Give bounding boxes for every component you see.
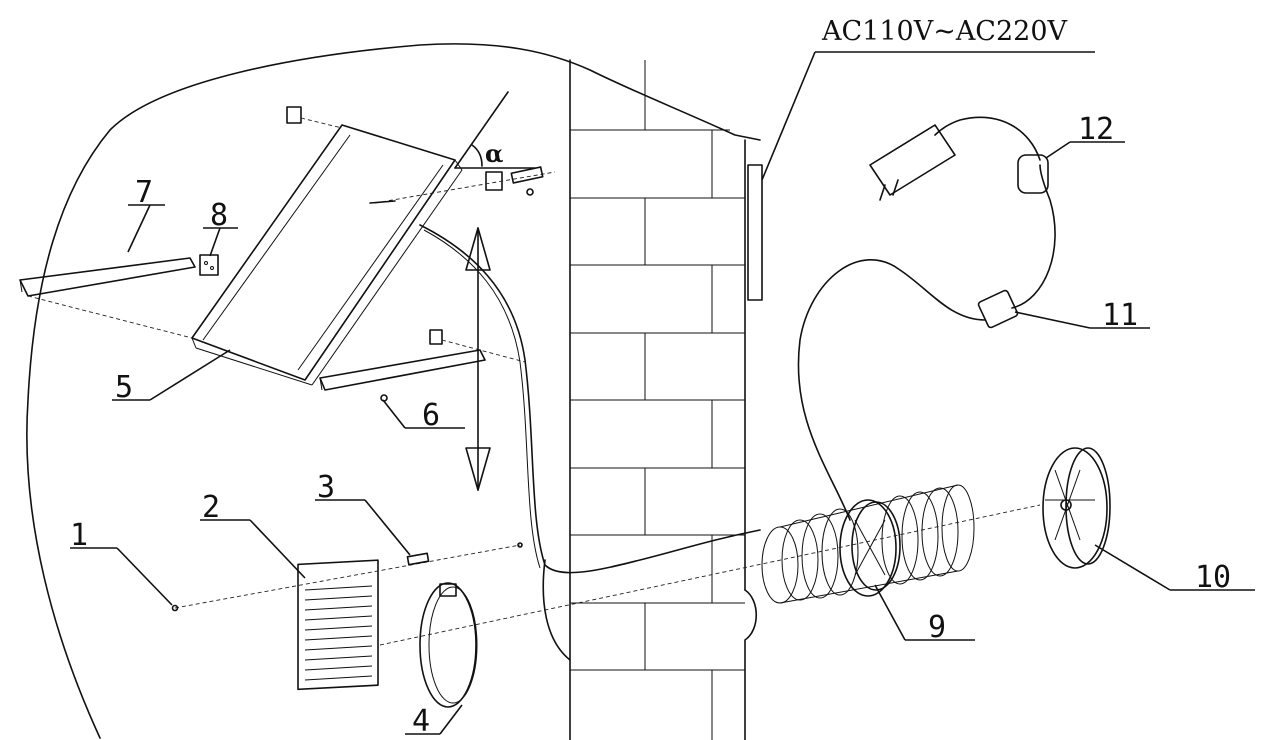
part-label-8: 8 <box>210 198 228 233</box>
part-label-9: 9 <box>928 610 946 645</box>
support-rail-7 <box>19 257 196 339</box>
alpha-symbol: α <box>485 139 503 168</box>
part-label-5: 5 <box>115 370 133 405</box>
screw-and-anchor <box>171 504 1041 646</box>
solar-panel <box>191 124 463 386</box>
part-label-6: 6 <box>422 398 440 433</box>
brick-wall <box>542 59 757 740</box>
part-label-2: 2 <box>202 490 220 525</box>
part-label-10: 10 <box>1195 560 1231 595</box>
part-label-3: 3 <box>317 470 335 505</box>
voltage-label: AC110V~AC220V <box>821 16 1068 47</box>
duct-hose <box>761 484 975 604</box>
building-outline <box>26 43 761 739</box>
adapter-11 <box>977 289 1019 329</box>
vent-cap <box>1042 447 1111 569</box>
solar-cable <box>419 224 761 574</box>
top-mount-hardware <box>286 106 556 204</box>
vent-grille <box>297 559 379 691</box>
leader-lines <box>70 51 1255 735</box>
wall-plug <box>869 124 956 201</box>
wall-socket-plate <box>747 164 763 301</box>
bracket-8 <box>199 254 219 276</box>
inline-fan <box>839 499 901 597</box>
support-rail-6 <box>319 329 526 402</box>
part-label-4: 4 <box>412 704 430 739</box>
power-cable <box>797 259 986 521</box>
tilt-angle-indicator: α <box>454 91 536 169</box>
part-label-11: 11 <box>1102 298 1138 333</box>
adjust-arrow <box>465 227 491 491</box>
switch-12 <box>1017 154 1049 194</box>
hose-clamp <box>419 582 478 708</box>
part-label-7: 7 <box>135 175 153 210</box>
part-label-12: 12 <box>1078 112 1114 147</box>
part-label-1: 1 <box>70 518 88 553</box>
